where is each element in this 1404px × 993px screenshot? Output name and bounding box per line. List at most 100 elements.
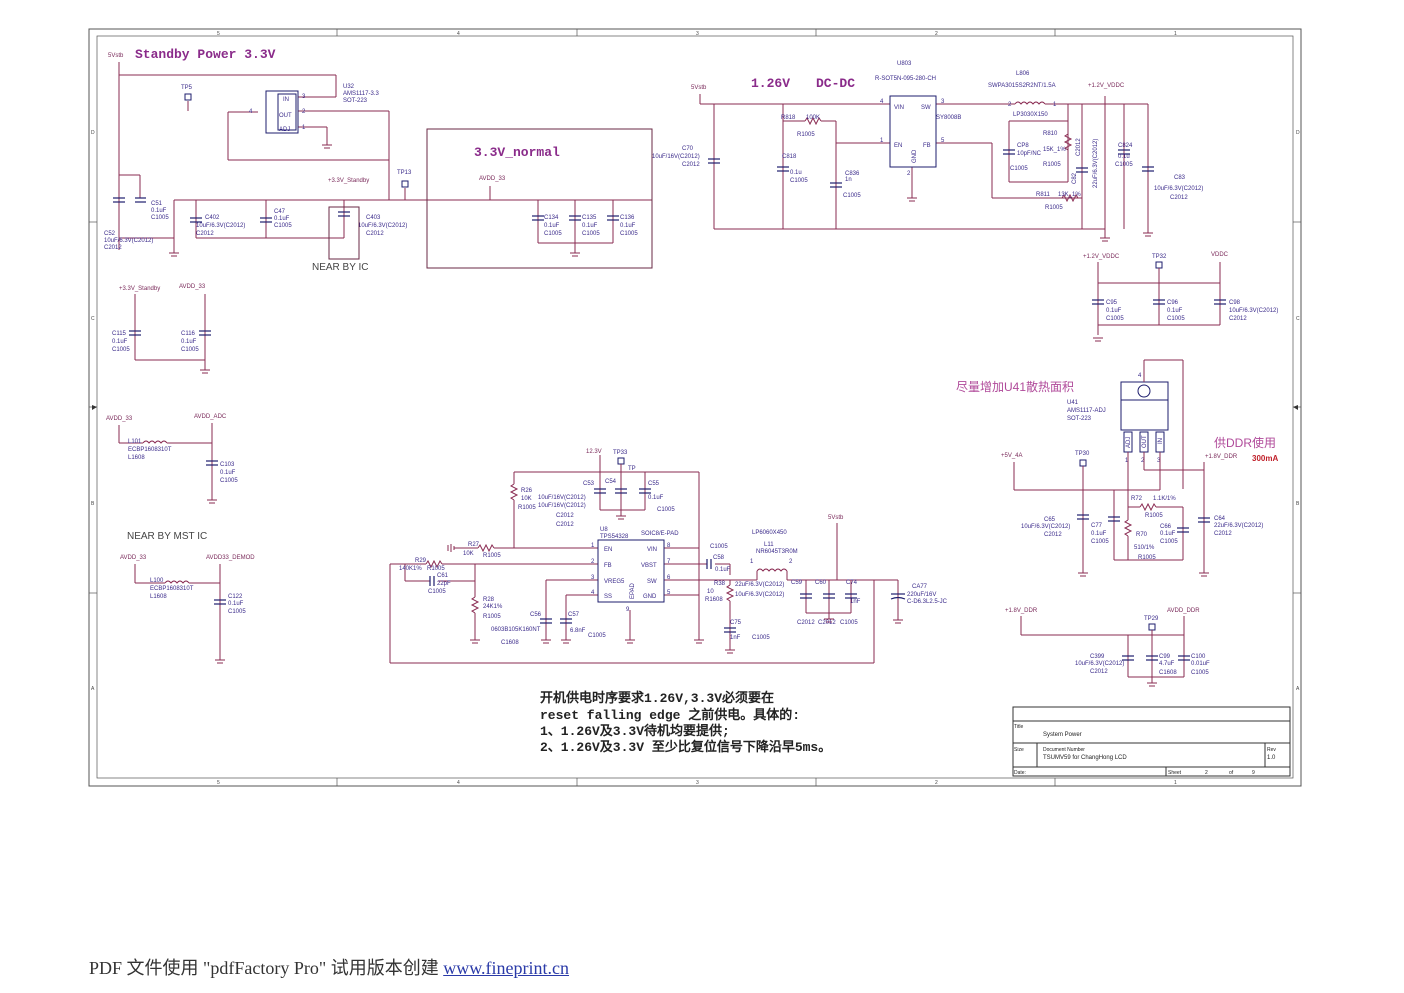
tb-title: System Power <box>1043 732 1082 738</box>
footer-text: PDF 文件使用 "pdfFactory Pro" 试用版本创建 <box>89 958 444 978</box>
c54-ref: C54 <box>605 479 617 485</box>
svg-text:5: 5 <box>667 590 671 596</box>
svg-text:5Vstb: 5Vstb <box>691 85 707 91</box>
u32-pin-out: OUT <box>279 113 292 119</box>
svg-text:GND: GND <box>643 594 657 600</box>
svg-text:0.1uF: 0.1uF <box>220 470 236 476</box>
svg-text:C1005: C1005 <box>151 215 169 221</box>
svg-text:C1005: C1005 <box>274 223 292 229</box>
svg-text:2: 2 <box>1141 458 1145 464</box>
svg-text:6.8nF: 6.8nF <box>570 628 586 634</box>
svg-text:R1005: R1005 <box>1145 513 1163 519</box>
svg-text:0.1uF: 0.1uF <box>648 495 664 501</box>
l806-ref: L806 <box>1016 71 1030 77</box>
svg-text:C2012: C2012 <box>1229 316 1247 322</box>
svg-text:R1005: R1005 <box>518 505 536 511</box>
l806-package: LP3030X150 <box>1013 112 1048 118</box>
tp33-testpoint <box>617 457 625 465</box>
row-b-right: B <box>1296 501 1300 507</box>
c135-ref: C135 <box>582 215 597 221</box>
svg-text:R1005: R1005 <box>1045 205 1063 211</box>
dcdc-title: DC-DC <box>816 76 855 91</box>
svg-text:C-D6.3L2.5-JC: C-D6.3L2.5-JC <box>907 599 948 605</box>
svg-text:C1005: C1005 <box>1191 670 1209 676</box>
svg-text:3: 3 <box>1157 458 1161 464</box>
svg-text:4: 4 <box>1138 373 1142 379</box>
svg-text:C2012: C2012 <box>1214 531 1232 537</box>
c115-ref: C115 <box>112 331 127 337</box>
svg-text:R1005: R1005 <box>1043 162 1061 168</box>
svg-text:C1005: C1005 <box>1091 539 1109 545</box>
u803-package: R-SOT5N-095-280-CH <box>875 76 936 82</box>
svg-text:FB: FB <box>604 563 612 569</box>
svg-text:22uF/6.3V(C2012): 22uF/6.3V(C2012) <box>735 582 784 588</box>
c60-ref: C60 <box>815 580 827 586</box>
svg-text:2: 2 <box>1008 102 1012 108</box>
svg-text:10uF/6.3V(C2012): 10uF/6.3V(C2012) <box>735 592 784 598</box>
l100-ref: L100 <box>150 578 164 584</box>
svg-text:C1005: C1005 <box>657 507 675 513</box>
c83-ref: C83 <box>1174 175 1186 181</box>
svg-text:9: 9 <box>626 607 630 613</box>
svg-text:10uF/16V(C2012): 10uF/16V(C2012) <box>538 503 586 509</box>
svg-text:C2012: C2012 <box>556 522 574 528</box>
svg-text:C1608: C1608 <box>501 640 519 646</box>
c402-ref: C402 <box>205 215 220 221</box>
svg-text:C1005: C1005 <box>1115 162 1133 168</box>
svg-text:TP32: TP32 <box>1152 254 1167 260</box>
svg-text:510/1%: 510/1% <box>1134 545 1155 551</box>
col-3-top: 3 <box>696 31 699 37</box>
u8-package: SOIC8/E-PAD <box>641 531 679 537</box>
ddr-note: 供DDR使用 <box>1214 435 1276 450</box>
r70-ref: R70 <box>1136 532 1148 538</box>
normal-33-box <box>426 128 653 269</box>
c103-ref: C103 <box>220 462 235 468</box>
svg-text:TP30: TP30 <box>1075 451 1090 457</box>
svg-text:13K_1%: 13K_1% <box>1058 192 1081 198</box>
u803-value: SY8008B <box>936 115 961 121</box>
svg-text:C1005: C1005 <box>840 620 858 626</box>
c61-ref: C61 <box>437 573 449 579</box>
svg-text:EN: EN <box>604 547 612 553</box>
svg-text:+1.8V_DDR: +1.8V_DDR <box>1005 608 1038 614</box>
net-12v: 12.3V <box>586 449 602 455</box>
svg-text:2: 2 <box>302 109 306 115</box>
net-avdd-adc: AVDD_ADC <box>194 414 227 420</box>
svg-text:1nF: 1nF <box>850 599 861 605</box>
svg-text:TP: TP <box>628 466 636 472</box>
svg-text:1: 1 <box>1125 458 1129 464</box>
net-12-vddc-top: +1.2V_VDDC <box>1088 83 1125 89</box>
near-by-ic-box <box>328 206 360 260</box>
svg-text:C1005: C1005 <box>1160 539 1178 545</box>
svg-text:C1005: C1005 <box>228 609 246 615</box>
c47-ref: C47 <box>274 209 286 215</box>
outer-frame <box>88 28 1302 787</box>
svg-text:6: 6 <box>667 575 671 581</box>
note-line-4: 2、1.26V及3.3V 至少比复位信号下降沿早5ms。 <box>540 739 831 755</box>
net-18-ddr: +1.8V_DDR <box>1205 454 1238 460</box>
net-avdd33-normal: AVDD_33 <box>479 176 506 182</box>
fineprint-link[interactable]: www.fineprint.cn <box>443 958 570 978</box>
l11-value: NR6045T3R0M <box>756 549 798 555</box>
svg-text:2: 2 <box>789 559 793 565</box>
col-3-bottom: 3 <box>696 780 699 786</box>
svg-text:C2012: C2012 <box>1076 138 1082 156</box>
svg-text:15K_1%: 15K_1% <box>1043 147 1066 153</box>
svg-text:VREG5: VREG5 <box>604 579 625 585</box>
r811-ref: R811 <box>1036 192 1051 198</box>
svg-text:VIN: VIN <box>894 105 904 111</box>
svg-text:10uF/6.3V(C2012): 10uF/6.3V(C2012) <box>196 223 245 229</box>
c77-ref: C77 <box>1091 523 1103 529</box>
net-5v-4a: +5V_4A <box>1001 453 1023 459</box>
svg-text:1: 1 <box>591 543 595 549</box>
u8-value: TPS54328 <box>600 534 629 540</box>
net-avdd-ddr: AVDD_DDR <box>1167 608 1200 614</box>
svg-text:C1608: C1608 <box>1159 670 1177 676</box>
c836-ref: C836 <box>845 171 860 177</box>
col-4-bottom: 4 <box>457 780 460 786</box>
svg-text:100K: 100K <box>806 115 820 121</box>
r818-ref: R818 <box>781 115 796 121</box>
u8-buck <box>597 539 665 603</box>
c55-ref: C55 <box>648 481 660 487</box>
